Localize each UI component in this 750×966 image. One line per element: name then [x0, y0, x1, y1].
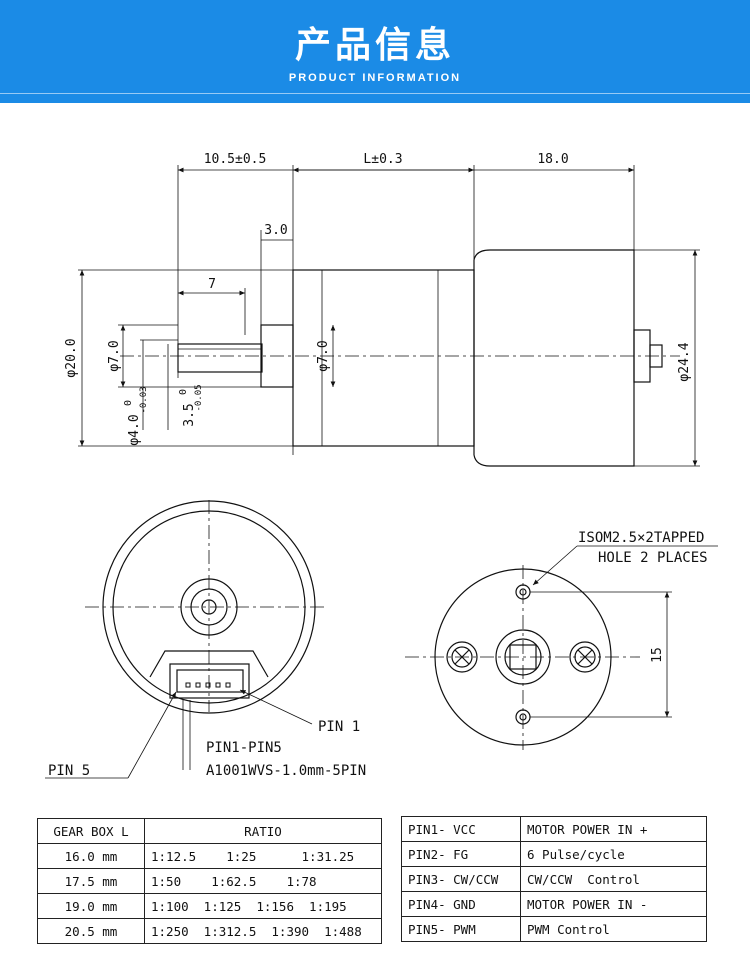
- screw-right: [569, 641, 601, 673]
- output-shaft: [177, 343, 263, 373]
- connector-part-number: A1001WVS-1.0mm-5PIN: [206, 763, 366, 779]
- rear-pin: [649, 344, 663, 368]
- table-row: 19.0 mm 1:100 1:125 1:156 1:195: [37, 893, 382, 919]
- dim-flat-tol-bottom: -0.05: [194, 384, 204, 411]
- header-gearbox-length: GEAR BOX L: [37, 818, 145, 844]
- dim-shaft-tol-bottom: -0.03: [139, 386, 149, 413]
- page-subtitle: PRODUCT INFORMATION: [288, 72, 462, 84]
- pin-desc-cell: PWM Control: [520, 916, 707, 942]
- pin-definition-table: PIN1- VCC MOTOR POWER IN + PIN2- FG 6 Pu…: [401, 816, 707, 942]
- front-boss: [495, 629, 551, 685]
- header-divider: [0, 93, 750, 94]
- table-row: PIN3- CW/CCW CW/CCW Control: [401, 866, 707, 892]
- pin1-label: PIN 1: [318, 719, 360, 735]
- pin-desc-cell: MOTOR POWER IN +: [520, 816, 707, 842]
- pin-cell: PIN5- PWM: [401, 916, 521, 942]
- pin-cell: PIN3- CW/CCW: [401, 866, 521, 892]
- screw-left: [446, 641, 478, 673]
- dim-shoulder: 3.0: [264, 223, 287, 238]
- table-row: PIN1- VCC MOTOR POWER IN +: [401, 816, 707, 842]
- front-outer-circle: [434, 568, 612, 746]
- pin-desc-cell: CW/CCW Control: [520, 866, 707, 892]
- ratio-cell: 1:50 1:62.5 1:78: [144, 868, 382, 894]
- dim-motor-diameter: φ24.4: [677, 342, 692, 381]
- motor-body: [473, 249, 635, 467]
- dim-motor-length: 18.0: [537, 152, 568, 167]
- rear-view: [45, 500, 325, 779]
- pin5-label: PIN 5: [48, 763, 90, 779]
- dim-flat-tol-top: 0: [178, 389, 189, 395]
- connector-pin-range: PIN1-PIN5: [206, 740, 282, 756]
- dim-flat-depth: 3.5: [182, 403, 197, 426]
- gearbox-length-cell: 16.0 mm: [37, 843, 145, 869]
- dim-boss-diameter-2: φ7.0: [316, 340, 331, 371]
- pin-cell: PIN2- FG: [401, 841, 521, 867]
- table-row: 20.5 mm 1:250 1:312.5 1:390 1:488: [37, 918, 382, 944]
- table-row: PIN5- PWM PWM Control: [401, 916, 707, 942]
- dim-shaft-diameter: φ4.0: [127, 414, 142, 445]
- pin-desc-cell: 6 Pulse/cycle: [520, 841, 707, 867]
- connector-housing: [169, 663, 250, 699]
- technical-drawing: 10.5±0.5 L±0.3 18.0 3.0 7 φ20.0 φ7.0 φ7.…: [45, 152, 718, 779]
- rear-outer-circle: [102, 500, 316, 714]
- ratio-cell: 1:100 1:125 1:156 1:195: [144, 893, 382, 919]
- pin1-leader: [239, 689, 313, 725]
- gear-ratio-table: GEAR BOX L RATIO 16.0 mm 1:12.5 1:25 1:3…: [37, 818, 382, 944]
- table-header-row: GEAR BOX L RATIO: [37, 818, 382, 844]
- table-row: PIN4- GND MOTOR POWER IN -: [401, 891, 707, 917]
- dim-gearbox-diameter: φ20.0: [64, 338, 79, 377]
- front-view: [405, 545, 718, 750]
- gearbox-length-cell: 17.5 mm: [37, 868, 145, 894]
- ratio-cell: 1:12.5 1:25 1:31.25: [144, 843, 382, 869]
- tapped-hole-note: ISOM2.5×2TAPPED: [578, 530, 704, 546]
- dim-gearbox-length: L±0.3: [363, 152, 402, 167]
- page-title: 产品信息: [294, 25, 455, 66]
- gearbox-length-cell: 19.0 mm: [37, 893, 145, 919]
- table-row: 17.5 mm 1:50 1:62.5 1:78: [37, 868, 382, 894]
- dim-shaft-length: 10.5±0.5: [204, 152, 267, 167]
- table-row: 16.0 mm 1:12.5 1:25 1:31.25: [37, 843, 382, 869]
- connector-pins: [185, 682, 231, 688]
- hole-spacing-dim: 15: [650, 647, 665, 663]
- front-shaft-flat: [509, 644, 537, 670]
- pin-cell: PIN1- VCC: [401, 816, 521, 842]
- dim-shaft-tol-top: 0: [123, 400, 134, 406]
- ratio-cell: 1:250 1:312.5 1:390 1:488: [144, 918, 382, 944]
- pin-desc-cell: MOTOR POWER IN -: [520, 891, 707, 917]
- pin-cell: PIN4- GND: [401, 891, 521, 917]
- dim-flat-length: 7: [208, 277, 216, 292]
- dim-boss-diameter: φ7.0: [107, 340, 122, 371]
- tapped-hole-note-2: HOLE 2 PLACES: [598, 550, 708, 566]
- header-ratio: RATIO: [144, 818, 382, 844]
- rear-bearing: [180, 578, 238, 636]
- header-banner: 产品信息 PRODUCT INFORMATION: [0, 0, 750, 103]
- table-row: PIN2- FG 6 Pulse/cycle: [401, 841, 707, 867]
- side-view: [78, 165, 700, 467]
- gearbox-length-cell: 20.5 mm: [37, 918, 145, 944]
